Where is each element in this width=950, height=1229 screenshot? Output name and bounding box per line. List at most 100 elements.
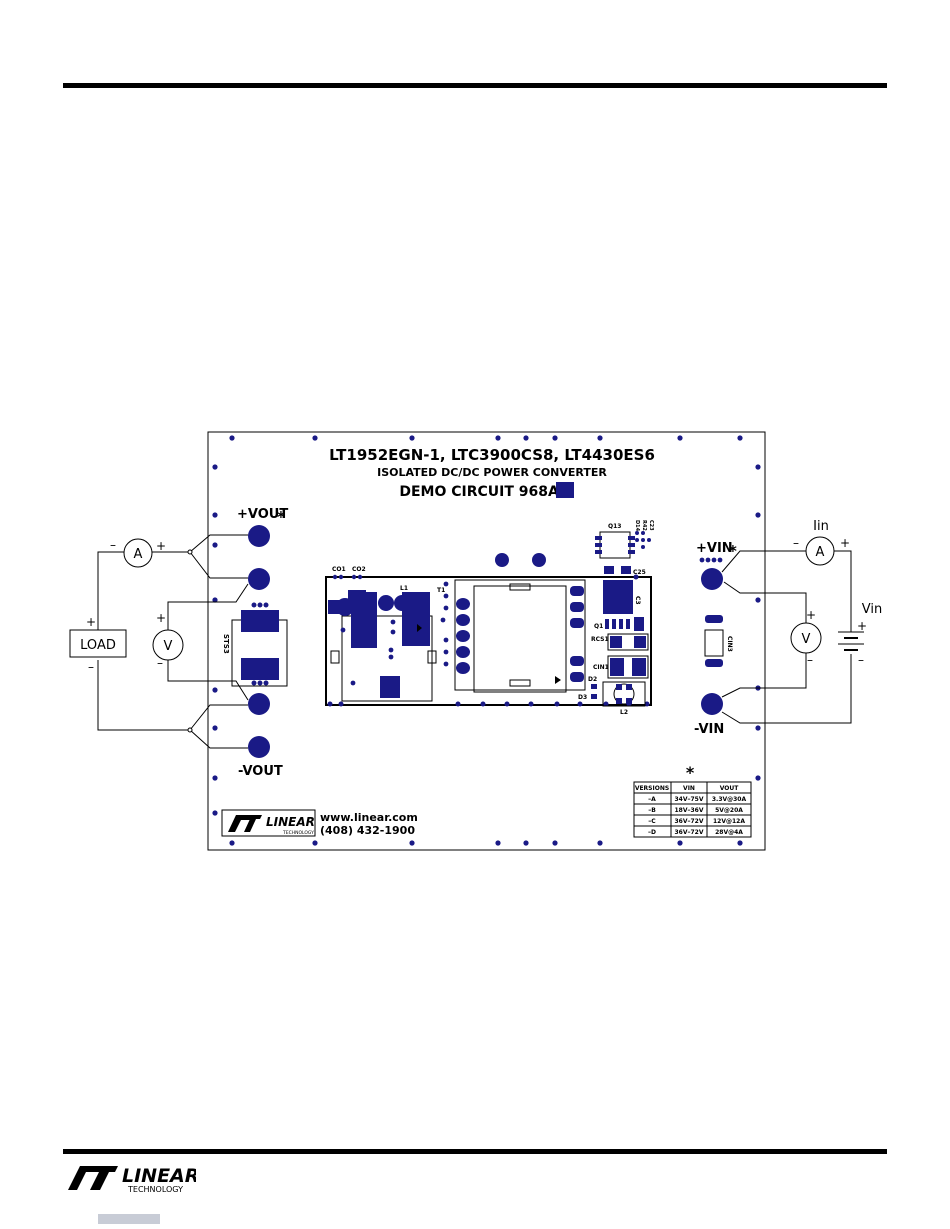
l1-footprint [330, 592, 446, 702]
l2-footprint [602, 681, 646, 707]
board-title-line3: DEMO CIRCUIT 968A- [399, 484, 564, 500]
versions-table: VERSIONS VIN VOUT –A 34V–75V 3.3V@30A –B… [635, 785, 747, 836]
r42-label: R42 [641, 520, 647, 531]
board-hole-left [495, 553, 509, 567]
output-voltmeter [152, 629, 184, 661]
d3-label: D3 [578, 694, 587, 701]
vin-source-label: Vin [862, 602, 882, 617]
t1-label: T1 [437, 587, 445, 594]
vout-neg-label: -VOUT [238, 764, 283, 779]
output-node-top [187, 549, 193, 555]
co1-label: CO1 [332, 566, 346, 573]
vout-pos-sense-terminal [248, 568, 270, 590]
l2-label: L2 [620, 709, 628, 716]
bottom-rule [63, 1149, 887, 1154]
board-title-line1: LT1952EGN-1, LTC3900CS8, LT4430ES6 [329, 446, 655, 464]
page-tab-strip [98, 1214, 160, 1224]
vout-pos-star: * [277, 508, 285, 526]
d2-d3-pads [591, 684, 597, 699]
footer-logo: LINEAR TECHNOLOGY [68, 1165, 196, 1194]
iin-label: Iin [813, 519, 829, 534]
co2-label: CO2 [352, 566, 366, 573]
output-ammeter [123, 538, 153, 568]
input-ammeter-plus: + [840, 536, 850, 550]
versions-cell: 28V@4A [715, 829, 743, 836]
output-voltmeter-minus: – [157, 656, 163, 670]
versions-cell: 18V–36V [675, 807, 704, 814]
l1-label: L1 [400, 585, 408, 592]
c3-pad [603, 580, 633, 614]
versions-table-grid [633, 781, 752, 838]
output-wiring [97, 534, 249, 749]
rcs1-footprint [607, 633, 649, 651]
battery-minus: – [858, 653, 864, 667]
output-ammeter-minus: – [110, 538, 116, 552]
output-node-bottom [187, 727, 193, 733]
board-vias [212, 435, 761, 846]
d14-label: D14 [634, 520, 640, 532]
input-voltmeter-plus: + [806, 608, 816, 622]
input-ammeter-minus: – [793, 536, 799, 550]
board-website: www.linear.com [320, 811, 418, 824]
vout-pos-terminal [248, 525, 270, 547]
versions-cell: –C [648, 818, 656, 825]
component-area-vias [327, 574, 650, 707]
input-ammeter-symbol: A [816, 545, 825, 560]
input-voltmeter-minus: – [807, 653, 813, 667]
versions-cell: 34V–75V [675, 796, 704, 803]
sts3-label: STS3 [222, 634, 230, 654]
versions-star: * [686, 763, 695, 782]
board-logo: LINEAR TECHNOLOGY [221, 809, 316, 837]
versions-cell: –D [648, 829, 656, 836]
vout-pos-label: +VOUT [237, 507, 288, 522]
versions-header: VERSIONS [635, 785, 669, 792]
d2-label: D2 [588, 676, 597, 683]
load-plus: + [86, 615, 96, 629]
cin1-footprint [607, 655, 649, 679]
vin-pos-label: +VIN [696, 541, 733, 556]
q1-pads [605, 617, 644, 631]
output-ammeter-plus: + [156, 539, 166, 553]
load-label: LOAD [80, 638, 116, 653]
vin-neg-label: -VIN [694, 722, 724, 737]
footer-logo-sub: TECHNOLOGY [127, 1185, 183, 1194]
component-area [325, 576, 652, 706]
q1-label: Q1 [594, 623, 603, 630]
q13-footprint [595, 531, 651, 574]
versions-cell: 36V–72V [675, 829, 704, 836]
load-minus: – [88, 660, 94, 674]
rcs1-label: RCS1 [591, 636, 609, 643]
load-box [69, 629, 127, 658]
board-title-line2: ISOLATED DC/DC POWER CONVERTER [377, 466, 607, 479]
sts3-footprint [231, 602, 288, 687]
versions-cell: –B [648, 807, 656, 814]
vin-pos-star: * [729, 542, 737, 560]
vin-pos-pads [699, 557, 723, 563]
versions-cell: 12V@12A [713, 818, 745, 825]
vout-neg-terminal [248, 736, 270, 758]
board-hole-right [532, 553, 546, 567]
vin-pos-terminal [701, 568, 723, 590]
output-voltmeter-plus: + [156, 611, 166, 625]
input-ammeter [805, 536, 835, 566]
board-logo-sub: TECHNOLOGY [282, 830, 314, 836]
footer-logo-text: LINEAR [122, 1165, 196, 1187]
q13-label: Q13 [608, 523, 621, 530]
vin-neg-terminal [701, 693, 723, 715]
versions-header: VOUT [720, 785, 740, 792]
board-outline [207, 431, 766, 851]
versions-cell: 36V–72V [675, 818, 704, 825]
top-rule [63, 83, 887, 88]
versions-header: VIN [683, 785, 695, 792]
vout-neg-sense-terminal [248, 693, 270, 715]
versions-cell: –A [648, 796, 656, 803]
t1-footprint [443, 579, 586, 693]
battery-symbol [838, 631, 864, 651]
input-voltmeter-symbol: V [802, 632, 811, 647]
cin1-label: CIN1 [593, 664, 609, 671]
c25-label: C25 [633, 569, 646, 576]
cin3-footprint [704, 615, 724, 667]
input-wiring [721, 550, 852, 724]
battery-plus: + [857, 619, 867, 633]
